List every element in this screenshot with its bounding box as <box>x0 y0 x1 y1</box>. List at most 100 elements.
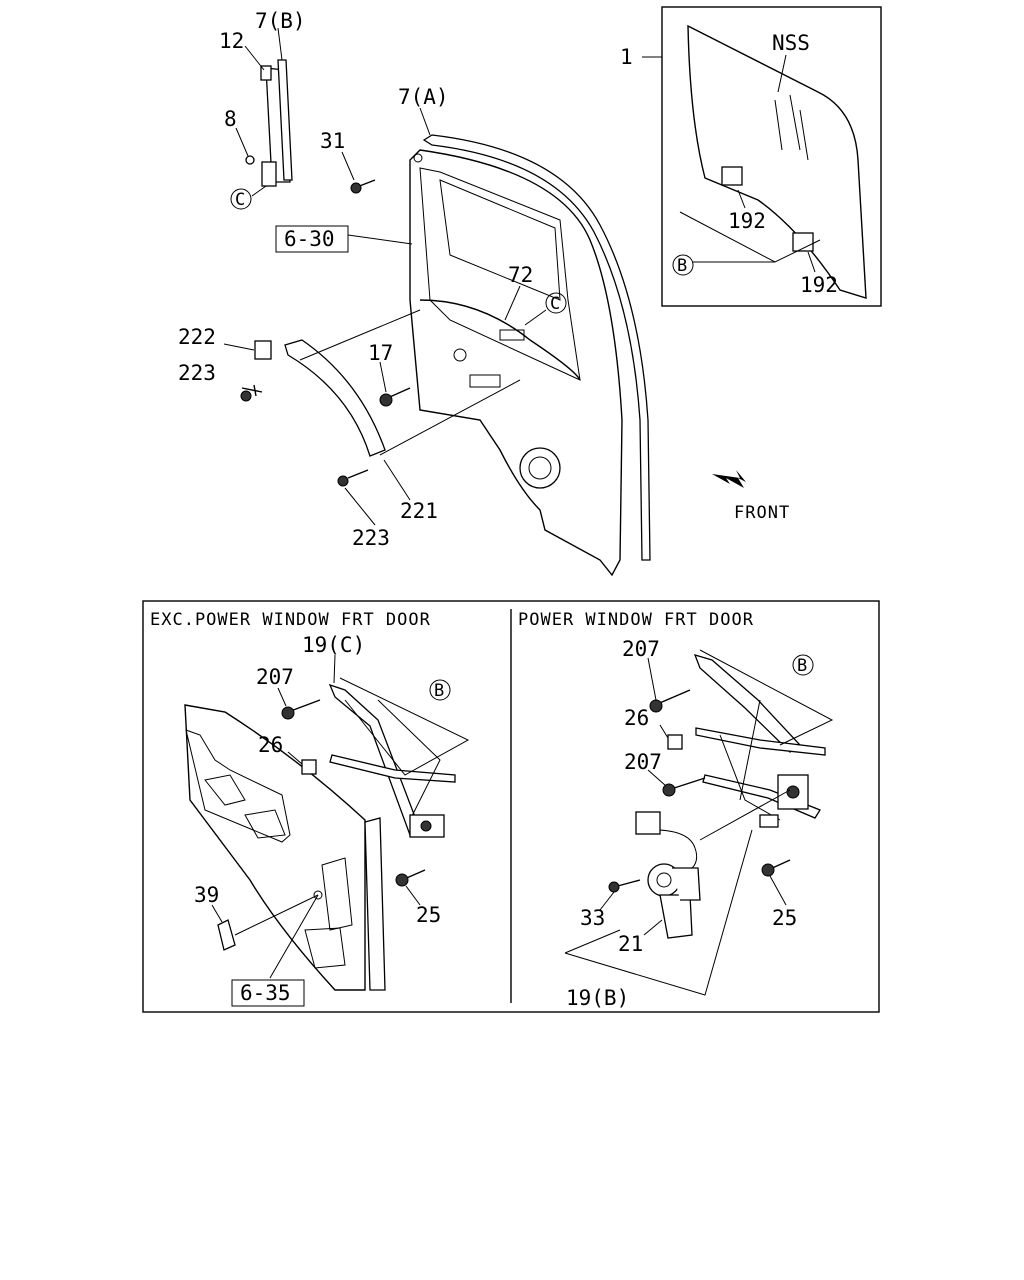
callout-nss: NSS <box>772 31 810 55</box>
callout-19c: 19(C) <box>302 633 365 657</box>
front-direction: FRONT <box>712 470 790 523</box>
callout-207-upper: 207 <box>622 637 660 661</box>
door-slot-2 <box>499 329 525 341</box>
screw-33-head <box>608 881 620 893</box>
leader-7b <box>277 27 283 61</box>
trim-pocket-upper <box>204 774 246 806</box>
manual-regulator-pivot <box>420 820 432 832</box>
bolt-17-head <box>379 393 393 407</box>
leader-channel-lower <box>379 379 521 456</box>
glass-clip-upper <box>721 166 743 186</box>
door-window-opening <box>419 167 581 381</box>
leader-26-right <box>659 724 669 739</box>
callout-25-left: 25 <box>416 903 441 927</box>
ref-box-6-35 <box>231 979 305 1007</box>
trim-handle-recess <box>321 857 353 931</box>
leader-31 <box>341 151 355 181</box>
pw-rail-middle <box>695 727 826 756</box>
ref-c-circle-left <box>230 188 252 210</box>
front-label: FRONT <box>734 503 790 523</box>
callout-222: 222 <box>178 325 216 349</box>
callout-31: 31 <box>320 129 345 153</box>
power-window-header: POWER WINDOW FRT DOOR <box>518 610 754 630</box>
pw-scissor-arms <box>719 699 781 821</box>
manual-window-panel: EXC.POWER WINDOW FRT DOOR 19(C) B 207 26 <box>150 610 470 1007</box>
motor-connector <box>635 811 661 835</box>
screw-223-a-head <box>240 390 252 402</box>
leader-ref-b-glass <box>679 211 821 263</box>
glass-inset: 1 NSS 192 192 B <box>620 6 882 307</box>
trim-edge-channel <box>364 817 386 991</box>
callout-33: 33 <box>580 906 605 930</box>
callout-192-a: 192 <box>728 209 766 233</box>
leader-channel-upper <box>299 309 421 361</box>
leader-ref-b-right <box>699 649 834 746</box>
door-assembly: 7(A) 6-30 72 C <box>275 85 651 577</box>
leader-72 <box>504 285 521 321</box>
leader-17 <box>379 361 387 393</box>
callout-21: 21 <box>618 932 643 956</box>
leader-c-left <box>251 185 267 197</box>
leader-207-upper <box>647 657 657 701</box>
leader-192-a <box>737 189 746 209</box>
leader-7a <box>419 107 431 136</box>
leader-19b <box>564 829 753 996</box>
bolt-25-right-head <box>761 863 775 877</box>
leader-25-left <box>405 885 421 906</box>
callout-26-right: 26 <box>624 706 649 730</box>
leader-33 <box>599 891 615 911</box>
screw-31-head <box>350 182 362 194</box>
callout-7a: 7(A) <box>398 85 449 109</box>
glass-inset-frame <box>661 6 882 307</box>
leader-6-30 <box>347 234 413 245</box>
callout-1: 1 <box>620 45 633 69</box>
bottom-panel-frame <box>142 600 880 1013</box>
bolt-207-lower-head <box>662 783 676 797</box>
screw-223-b <box>347 469 369 479</box>
leader-192-b <box>807 251 816 273</box>
nut-26-right <box>667 734 683 750</box>
ref-box-6-30 <box>275 225 349 253</box>
leader-8 <box>235 127 249 157</box>
callout-207-left: 207 <box>256 665 294 689</box>
handle-39 <box>217 919 236 951</box>
screw-223-b-head <box>337 475 349 487</box>
leader-6-35 <box>269 894 319 979</box>
ref-c-door: C <box>550 294 561 314</box>
motor-body <box>672 867 701 901</box>
channel-upper-bracket <box>260 65 272 81</box>
callout-12: 12 <box>219 29 244 53</box>
callout-207-lower: 207 <box>624 750 662 774</box>
regulator-rail <box>329 754 456 783</box>
leader-26-left <box>287 751 303 765</box>
pw-bracket <box>759 814 779 828</box>
manual-window-header: EXC.POWER WINDOW FRT DOOR <box>150 610 431 630</box>
ref-b-left: B <box>434 681 445 701</box>
leader-19c <box>333 654 336 684</box>
ref-b-glass: B <box>677 256 688 276</box>
callout-17: 17 <box>368 341 393 365</box>
leader-motor-assembly <box>699 789 791 841</box>
ref-c-circle-door <box>545 292 567 314</box>
rear-channel-seal <box>277 59 293 181</box>
power-window-panel: POWER WINDOW FRT DOOR 207 B <box>518 610 834 1010</box>
door-window-inner <box>439 179 561 301</box>
callout-6-35: 6-35 <box>240 981 291 1005</box>
bolt-25-left-head <box>395 873 409 887</box>
leader-207-lower <box>647 769 667 787</box>
leader-21 <box>643 919 663 936</box>
pw-motor-mount-hole <box>786 785 800 799</box>
leader-12 <box>244 45 265 71</box>
rear-channel-group: 7(B) 12 8 C <box>219 9 306 210</box>
leader-207-left <box>277 687 287 707</box>
front-channel-221 <box>284 339 386 457</box>
leader-c-door <box>524 309 547 326</box>
callout-223-b: 223 <box>352 526 390 550</box>
callout-72: 72 <box>508 263 533 287</box>
callout-19b: 19(B) <box>566 986 629 1010</box>
glass-reflection-marks <box>774 94 809 161</box>
leader-nss <box>777 54 787 93</box>
motor-gear-center <box>656 872 672 888</box>
